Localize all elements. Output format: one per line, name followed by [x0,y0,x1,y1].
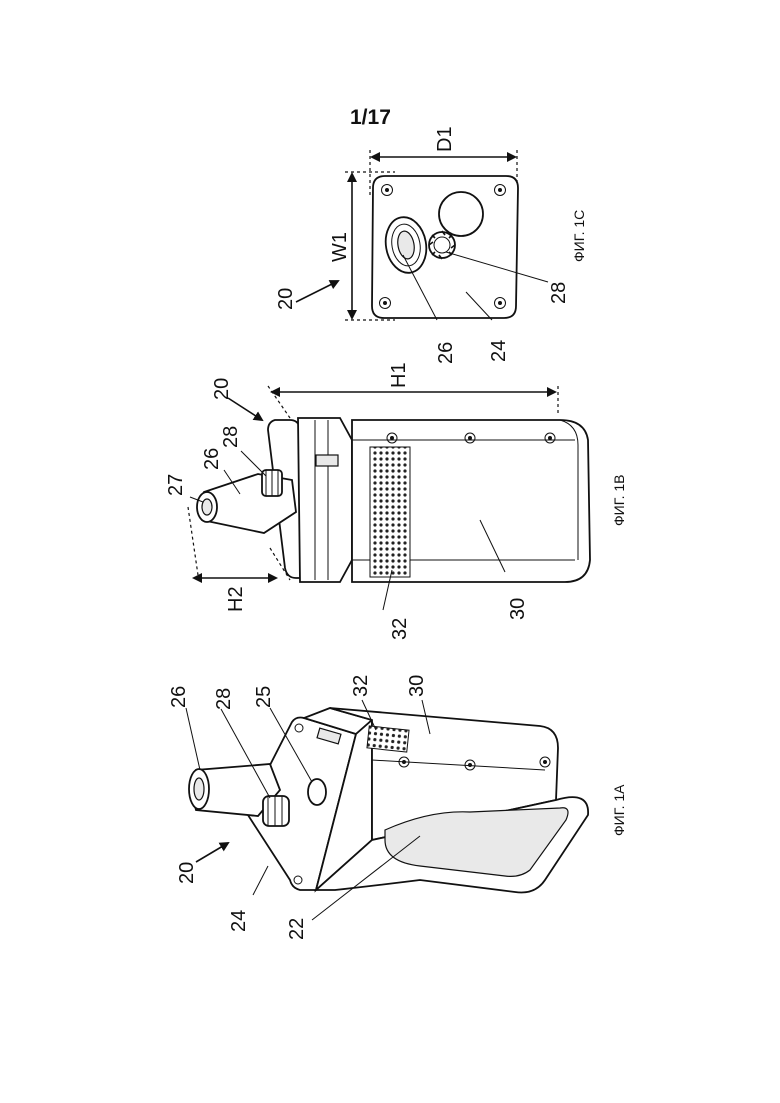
fig1c-label-d1: D1 [434,126,456,152]
fig1a-label-20: 20 [176,862,198,884]
upper-housing-1b [298,418,352,582]
fig1a-label-22: 22 [286,918,308,940]
slot-1b [316,455,338,466]
fig1c-label-24: 24 [488,340,510,362]
grille-32-1a [367,726,409,752]
fig1a-label-32: 32 [350,675,372,697]
fig1a-label-30: 30 [406,675,428,697]
fig1a-caption: ФИГ. 1А [611,784,627,836]
fig1b-label-27: 27 [165,474,187,496]
fig1b-label-28: 28 [220,426,242,448]
fig1b-label-26: 26 [201,448,223,470]
grille-32-1b [370,447,410,577]
fig1b-label-20: 20 [211,378,233,400]
fig1a-label-28: 28 [213,688,235,710]
fig1c-caption: ФИГ. 1С [571,210,587,262]
fig1a-label-25: 25 [253,686,275,708]
fig1b-label-32: 32 [389,618,411,640]
fig1c-label-w1: W1 [329,232,351,262]
fig1a-label-26: 26 [168,686,190,708]
button-28-1a [263,796,289,826]
fig1c-label-20: 20 [275,288,297,310]
fig1b-caption: ФИГ. 1В [611,475,627,526]
port-25 [308,779,326,805]
top-view-port [439,192,483,236]
fig1c-label-26: 26 [435,342,457,364]
fig1c-label-28: 28 [548,282,570,304]
fig1b-label-30: 30 [507,598,529,620]
page-number: 1/17 [350,106,391,129]
fig1b-label-h1: H1 [388,362,410,388]
fig1b-label-h2: H2 [225,586,247,612]
fig1a-label-24: 24 [228,910,250,932]
figure-1a [186,700,588,920]
button-28-top [429,231,455,259]
figure-1b [188,386,590,610]
